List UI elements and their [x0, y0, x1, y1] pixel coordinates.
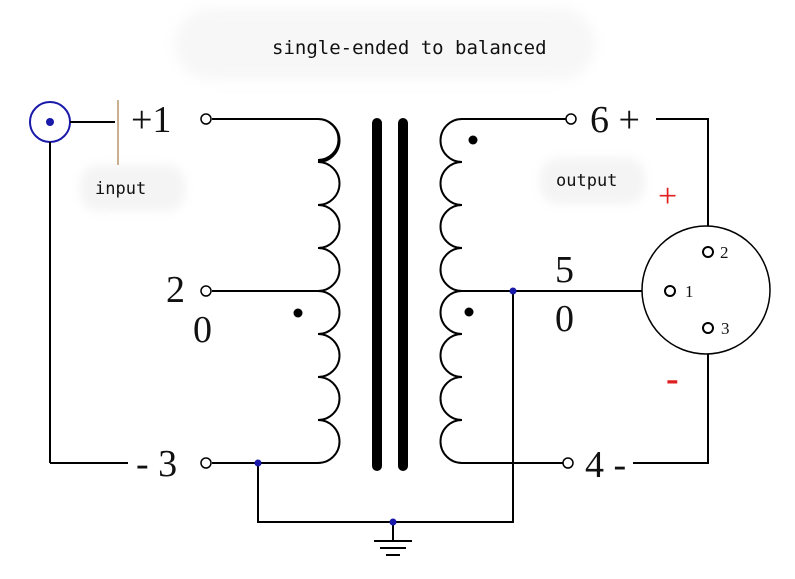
terminal-3 [200, 457, 212, 469]
terminal-1-label: +1 [131, 99, 172, 141]
terminal-6 [565, 113, 577, 125]
input-label-highlight [80, 165, 185, 211]
negative-polarity-sign: - [666, 358, 679, 400]
xlr-pin-1-label: 1 [685, 282, 694, 301]
terminal-5-sublabel: 0 [555, 298, 574, 340]
input-label: input [95, 179, 147, 199]
terminal-4 [562, 457, 574, 469]
primary-leads [212, 118, 318, 464]
junction-dot-3 [254, 459, 262, 467]
phase-dot-secondary-mid [464, 307, 474, 317]
terminal-2-label: 2 [166, 269, 185, 311]
xlr-connector-body [641, 225, 771, 355]
junction-dot-ground [389, 518, 397, 526]
primary-coil [317, 118, 341, 464]
xlr-pin-2-label: 2 [720, 243, 729, 262]
output-label: output [556, 171, 618, 191]
terminal-5-label: 5 [555, 249, 574, 291]
positive-polarity-sign: + [658, 178, 678, 215]
title-highlight [175, 8, 595, 80]
xlr-pin-2 [702, 246, 714, 258]
terminal-1 [200, 113, 212, 125]
terminal-3-label: - 3 [136, 443, 178, 485]
terminal-2 [200, 285, 212, 297]
xlr-pin-3-label: 3 [721, 319, 730, 338]
terminal-6-label: 6 + [590, 99, 640, 141]
output-wiring [633, 118, 709, 464]
rca-input-connector [29, 101, 71, 143]
phase-dot-secondary-top [468, 135, 478, 145]
secondary-coil [439, 118, 463, 464]
output-label-highlight [540, 158, 645, 204]
xlr-pin-3 [702, 322, 714, 334]
terminal-4-label: 4 - [585, 444, 627, 486]
phase-dot-primary [293, 308, 303, 318]
diagram-title: single-ended to balanced [272, 37, 547, 59]
xlr-pin-1 [664, 285, 676, 297]
junction-dot-5 [509, 287, 517, 295]
ground-bus [257, 291, 514, 556]
terminal-2-sublabel: 0 [193, 309, 212, 351]
